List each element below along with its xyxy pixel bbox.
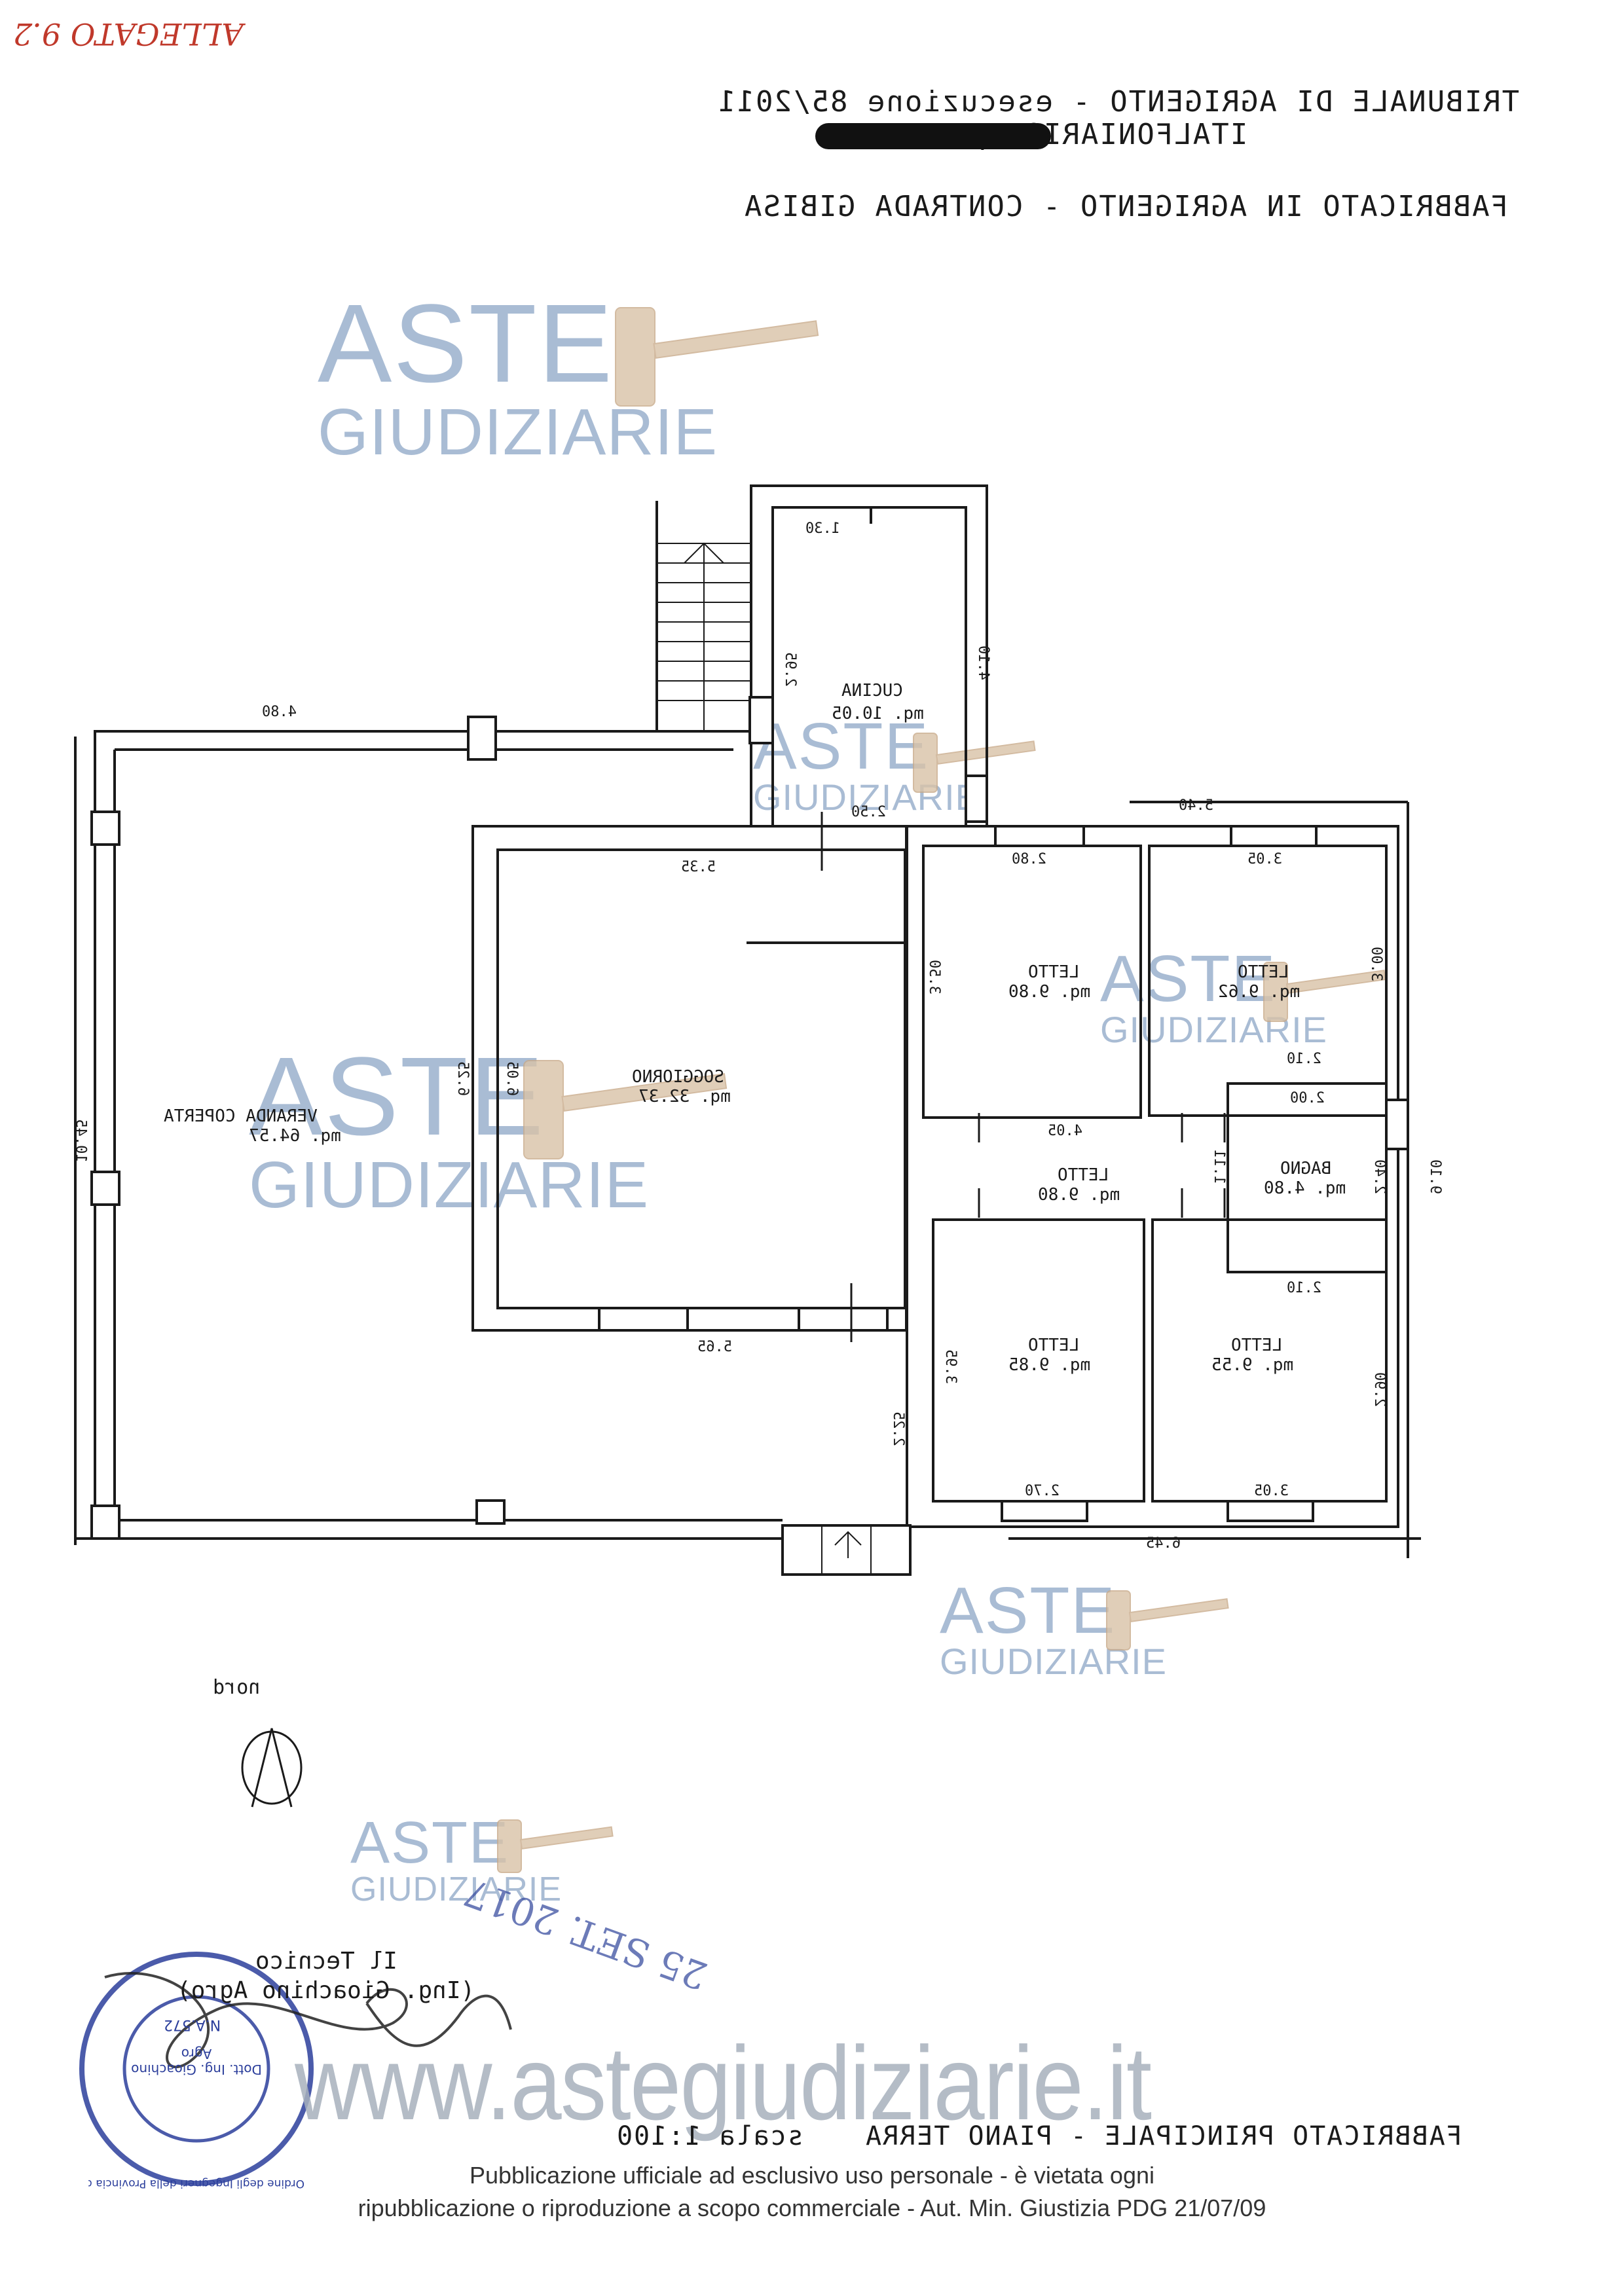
footer-line-2: ripubblicazione o riproduzione a scopo c…	[358, 2195, 1266, 2221]
dim-label: 2.70	[1025, 1483, 1060, 1499]
room-name-letto-mid: LETTO	[1058, 1165, 1109, 1185]
site-watermark: www.astegiudiziarie.it	[295, 2024, 1152, 2141]
dim-label: 9.10	[1426, 1159, 1443, 1194]
watermark-2: ASTE GIUDIZIARIE	[753, 710, 981, 818]
signature-name: (Ing. Gioachino Agro)	[177, 1977, 475, 2004]
room-name-cucina: CUCINA	[841, 681, 903, 701]
dim-label: 2.10	[1287, 1051, 1321, 1067]
veranda-wall	[94, 730, 908, 1540]
room-name-veranda: VERANDA COPERTA	[164, 1106, 318, 1126]
dim-label: 1.30	[805, 520, 840, 537]
plan-caption: FABBRICATO PRINCIPALE - PIANO TERRA	[864, 2121, 1462, 2151]
north-arrow-icon	[241, 1728, 303, 1808]
gavel-icon	[1106, 1590, 1229, 1650]
bedrooms-block-wall	[906, 825, 1399, 1528]
room-name-soggiorno: SOGGIORNO	[632, 1067, 724, 1087]
dim-label: 2.10	[1287, 1280, 1321, 1296]
room-area-letto-e: mq. 9.62	[1218, 982, 1301, 1002]
dim-label: 2.40	[1371, 1159, 1388, 1194]
dim-label: 5.65	[697, 1339, 732, 1355]
signature-scribble	[104, 1972, 512, 2069]
plan-scale: scala 1:100	[616, 2121, 803, 2151]
watermark-3: ASTE GIUDIZIARIE	[1100, 942, 1328, 1050]
dim-label: 3.95	[942, 1349, 959, 1384]
room-area-cucina: mq. 10.05	[832, 704, 924, 723]
watermark-4: ASTE GIUDIZIARIE	[249, 1034, 650, 1222]
footer-line-1: Pubblicazione ufficiale ad esclusivo uso…	[470, 2162, 1154, 2189]
dim-label: 3.00	[1367, 947, 1384, 981]
gavel-icon	[523, 1060, 728, 1159]
room-name-letto-sw: LETTO	[1028, 1336, 1080, 1355]
dim-label: 2.80	[1012, 851, 1046, 867]
dim-label: 2.95	[781, 652, 798, 687]
dim-label: 6.25	[454, 1061, 471, 1096]
dim-label: 2.50	[851, 804, 886, 820]
stamp-number: N.A.572	[164, 2016, 221, 2033]
dim-label: 2.00	[1290, 1090, 1325, 1106]
dim-label: 10.45	[72, 1119, 89, 1163]
signature-title: Il Tecnico	[255, 1948, 397, 1975]
dim-label: 3.05	[1254, 1483, 1289, 1499]
dim-label: 6.05	[503, 1061, 520, 1096]
dim-label: 5.35	[681, 859, 716, 875]
room-area-veranda: mq. 64.57	[249, 1126, 341, 1146]
room-area-letto-se: mq. 9.55	[1211, 1355, 1294, 1375]
room-area-soggiorno: mq. 32.37	[638, 1087, 731, 1106]
dim-label: 2.90	[1371, 1372, 1388, 1407]
dim-label: 4.80	[262, 704, 297, 720]
room-name-letto-e: LETTO	[1238, 962, 1289, 982]
dim-label: 4.05	[1048, 1123, 1082, 1139]
room-area-letto-mid: mq. 9.80	[1038, 1185, 1120, 1205]
room-name-bagno: BAGNO	[1280, 1159, 1332, 1178]
room-name-letto-se: LETTO	[1231, 1336, 1283, 1355]
redaction-bar	[815, 123, 1051, 149]
dim-label: 3.05	[1247, 851, 1282, 867]
gavel-icon	[1263, 962, 1386, 1022]
room-area-letto-sw: mq. 9.85	[1008, 1355, 1091, 1375]
watermark-6: ASTE GIUDIZIARIE	[350, 1810, 563, 1908]
dim-label: 6.45	[1146, 1535, 1181, 1552]
dim-label: 3.50	[925, 960, 942, 994]
gavel-icon	[497, 1819, 614, 1873]
dim-label: 2.25	[889, 1412, 906, 1446]
dim-label: 5.40	[1179, 797, 1213, 814]
north-label: nord	[213, 1676, 261, 1699]
gavel-icon	[615, 307, 819, 407]
watermark-1: ASTE GIUDIZIARIE	[318, 282, 718, 469]
stamp-center-text: Dott. Ing. Gioachino Agro	[131, 2046, 262, 2077]
room-area-letto-ne: mq. 9.80	[1008, 982, 1091, 1002]
room-area-bagno: mq. 4.80	[1264, 1178, 1346, 1198]
dim-label: 4.10	[974, 646, 991, 680]
engineer-seal-icon	[79, 1952, 314, 2186]
room-name-letto-ne: LETTO	[1028, 962, 1080, 982]
dim-label: 1.11	[1210, 1150, 1227, 1184]
